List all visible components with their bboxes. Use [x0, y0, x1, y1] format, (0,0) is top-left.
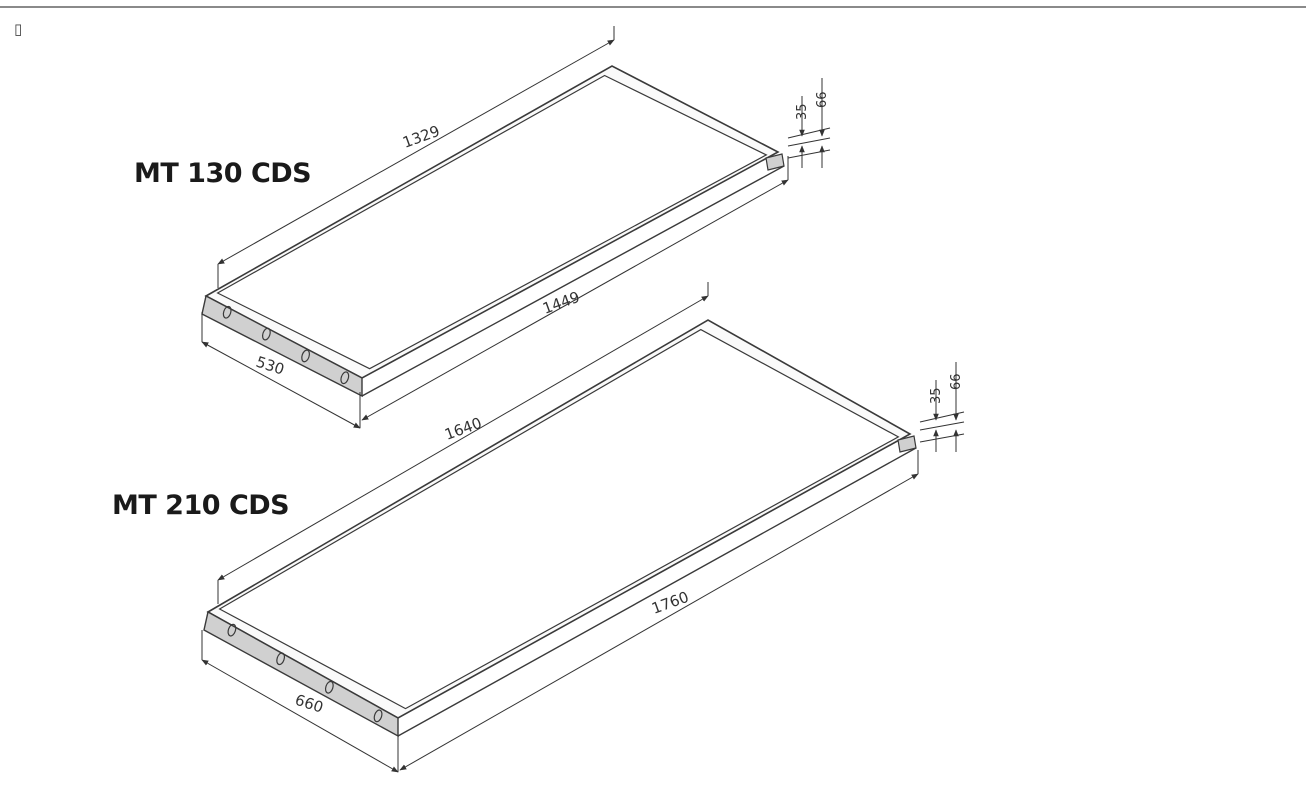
model-label-mt210: MT 210 CDS — [112, 490, 289, 521]
rail-slot — [227, 623, 237, 637]
glass-area — [218, 328, 900, 710]
dim-line-bottom — [399, 473, 919, 771]
dim-height-35-mt210: 35 — [929, 387, 944, 404]
height-ref-line — [919, 421, 965, 431]
dim-width-mt130: 530 — [254, 353, 287, 379]
dim-height-66-mt130: 66 — [815, 91, 830, 108]
panel-mt210: MT 210 CDS 1640 1760 660 35 66 — [112, 282, 965, 773]
height-ref-line — [787, 127, 831, 139]
dim-height-35-mt130: 35 — [795, 103, 810, 120]
model-label-mt130: MT 130 CDS — [134, 158, 311, 189]
height-ref-line — [787, 137, 831, 147]
dim-width-mt210: 660 — [293, 691, 326, 717]
height-ref-line — [919, 411, 965, 423]
dim-line-top — [217, 295, 709, 581]
top-divider-line — [0, 6, 1306, 8]
broken-image-icon: ▯ — [14, 20, 23, 38]
height-ref-line — [787, 149, 831, 159]
dim-line-top — [217, 39, 615, 265]
dim-height-66-mt210: 66 — [949, 373, 964, 390]
height-ref-line — [919, 433, 965, 443]
dimension-lines — [201, 282, 965, 773]
dim-top-length-mt130: 1329 — [400, 122, 442, 152]
dim-bottom-length-mt130: 1449 — [540, 288, 582, 318]
panel-frame — [206, 319, 912, 719]
dim-line-width — [201, 659, 399, 773]
dim-top-length-mt210: 1640 — [442, 414, 484, 444]
